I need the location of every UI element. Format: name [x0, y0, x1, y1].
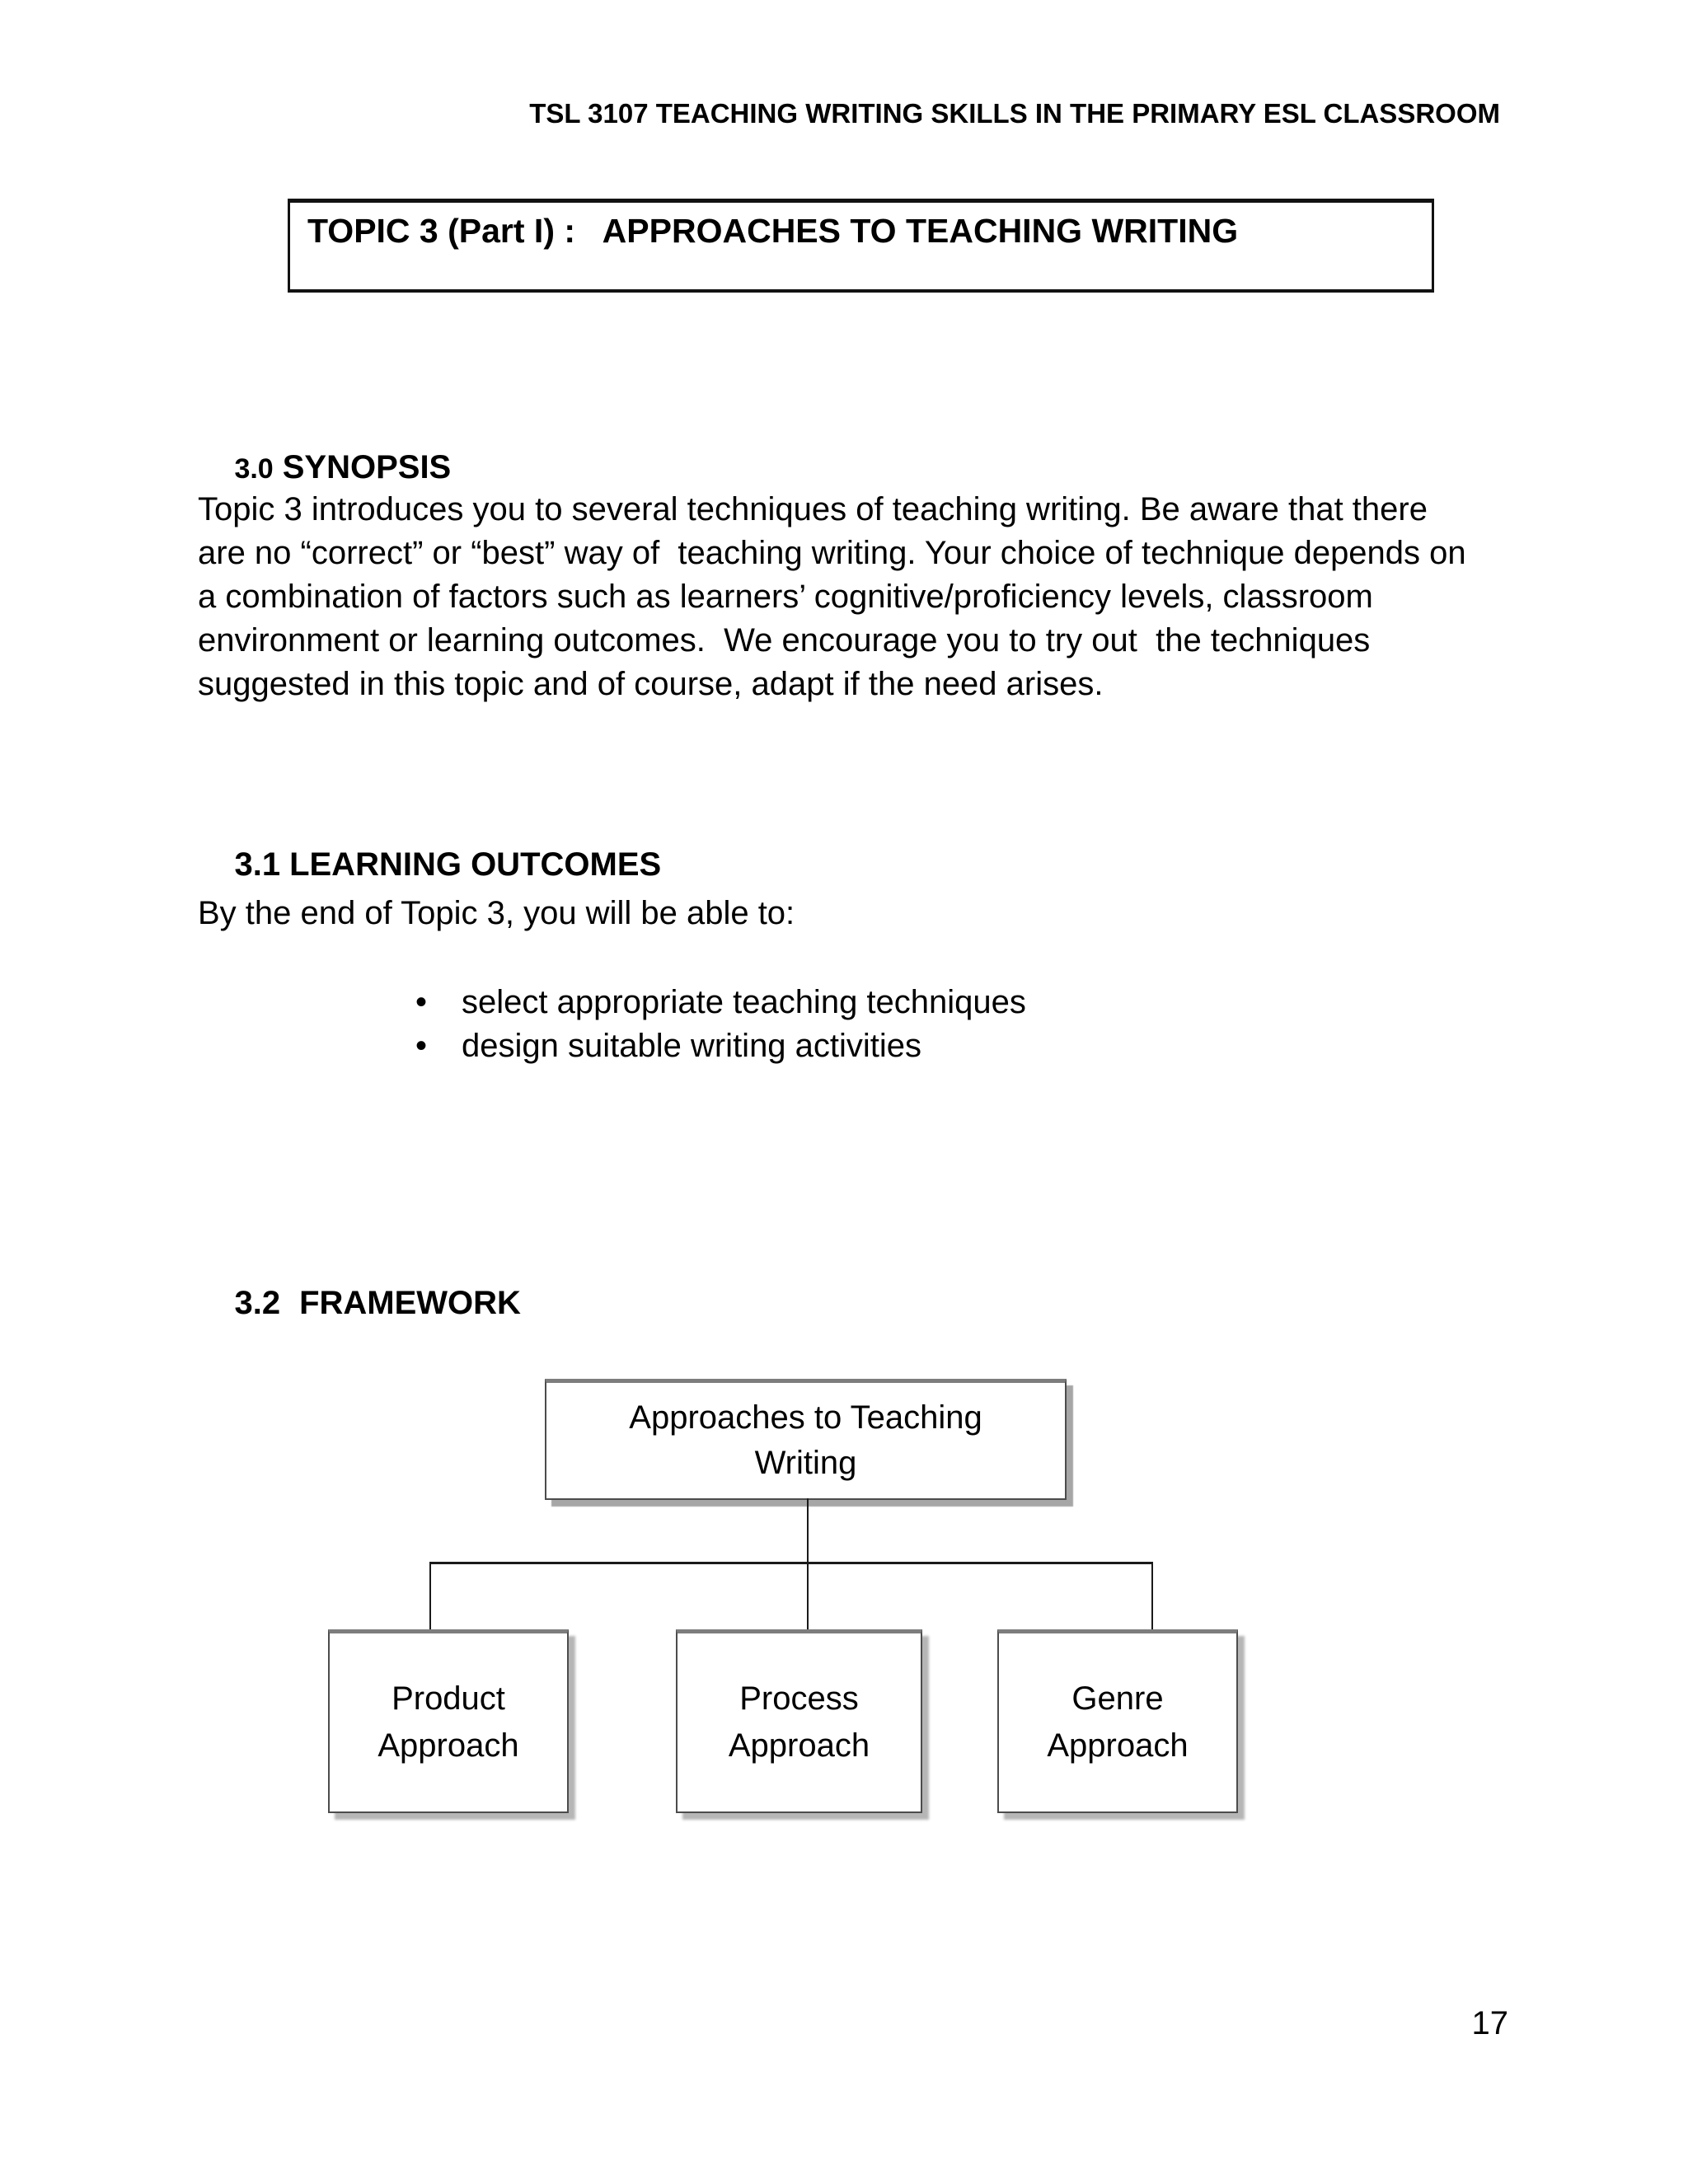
paragraph-line: a combination of factors such as learner… [198, 579, 1373, 615]
framework-diagram: Approaches to Teaching Writing Product A… [0, 1379, 1688, 1840]
outcomes-section-title: LEARNING OUTCOMES [289, 846, 662, 883]
diagram-connector-drop-left [429, 1564, 431, 1630]
outcomes-list: select appropriate teaching techniques d… [198, 981, 1352, 1068]
synopsis-paragraph: Topic 3 introduces you to several techni… [198, 488, 1500, 706]
outcomes-intro: By the end of Topic 3, you will be able … [198, 895, 795, 931]
diagram-root-box: Approaches to Teaching Writing [545, 1379, 1067, 1500]
diagram-root-label-line: Writing [754, 1445, 857, 1481]
diagram-box-label-line: Process [739, 1680, 859, 1717]
diagram-box-process-approach: Process Approach [676, 1629, 922, 1813]
diagram-connector-root-vertical [807, 1498, 809, 1562]
outcomes-section-number: 3.1 [234, 846, 281, 883]
framework-section-title: FRAMEWORK [299, 1285, 521, 1321]
diagram-box-label-line: Genre [1071, 1680, 1164, 1717]
diagram-box-genre-approach: Genre Approach [997, 1629, 1238, 1813]
diagram-connector-horizontal [429, 1562, 1153, 1564]
page-header: TSL 3107 TEACHING WRITING SKILLS IN THE … [529, 98, 1500, 129]
diagram-box-label-line: Approach [1047, 1727, 1189, 1764]
paragraph-line: environment or learning outcomes. We enc… [198, 622, 1371, 658]
paragraph-line: suggested in this topic and of course, a… [198, 666, 1104, 702]
diagram-box-label-line: Product [392, 1680, 505, 1717]
outcome-item: design suitable writing activities [198, 1024, 1352, 1068]
diagram-box-label-line: Approach [377, 1727, 519, 1764]
diagram-box-product-approach: Product Approach [328, 1629, 569, 1813]
synopsis-section-title: SYNOPSIS [282, 449, 452, 485]
outcome-item: select appropriate teaching techniques [198, 981, 1352, 1024]
diagram-connector-drop-middle [807, 1564, 809, 1630]
paragraph-line: are no “correct” or “best” way of teachi… [198, 535, 1466, 571]
paragraph-line: Topic 3 introduces you to several techni… [198, 491, 1428, 527]
topic-title: TOPIC 3 (Part I) : APPROACHES TO TEACHIN… [307, 212, 1239, 250]
diagram-connector-drop-right [1151, 1564, 1153, 1630]
topic-title-box: TOPIC 3 (Part I) : APPROACHES TO TEACHIN… [288, 199, 1434, 293]
framework-section-number: 3.2 [234, 1285, 281, 1321]
diagram-box-label-line: Approach [728, 1727, 870, 1764]
synopsis-section-number: 3.0 [234, 453, 274, 485]
framework-heading: 3.2 FRAMEWORK [198, 1246, 521, 1360]
diagram-root-label-line: Approaches to Teaching [629, 1399, 982, 1436]
page-number: 17 [1471, 2005, 1509, 2041]
